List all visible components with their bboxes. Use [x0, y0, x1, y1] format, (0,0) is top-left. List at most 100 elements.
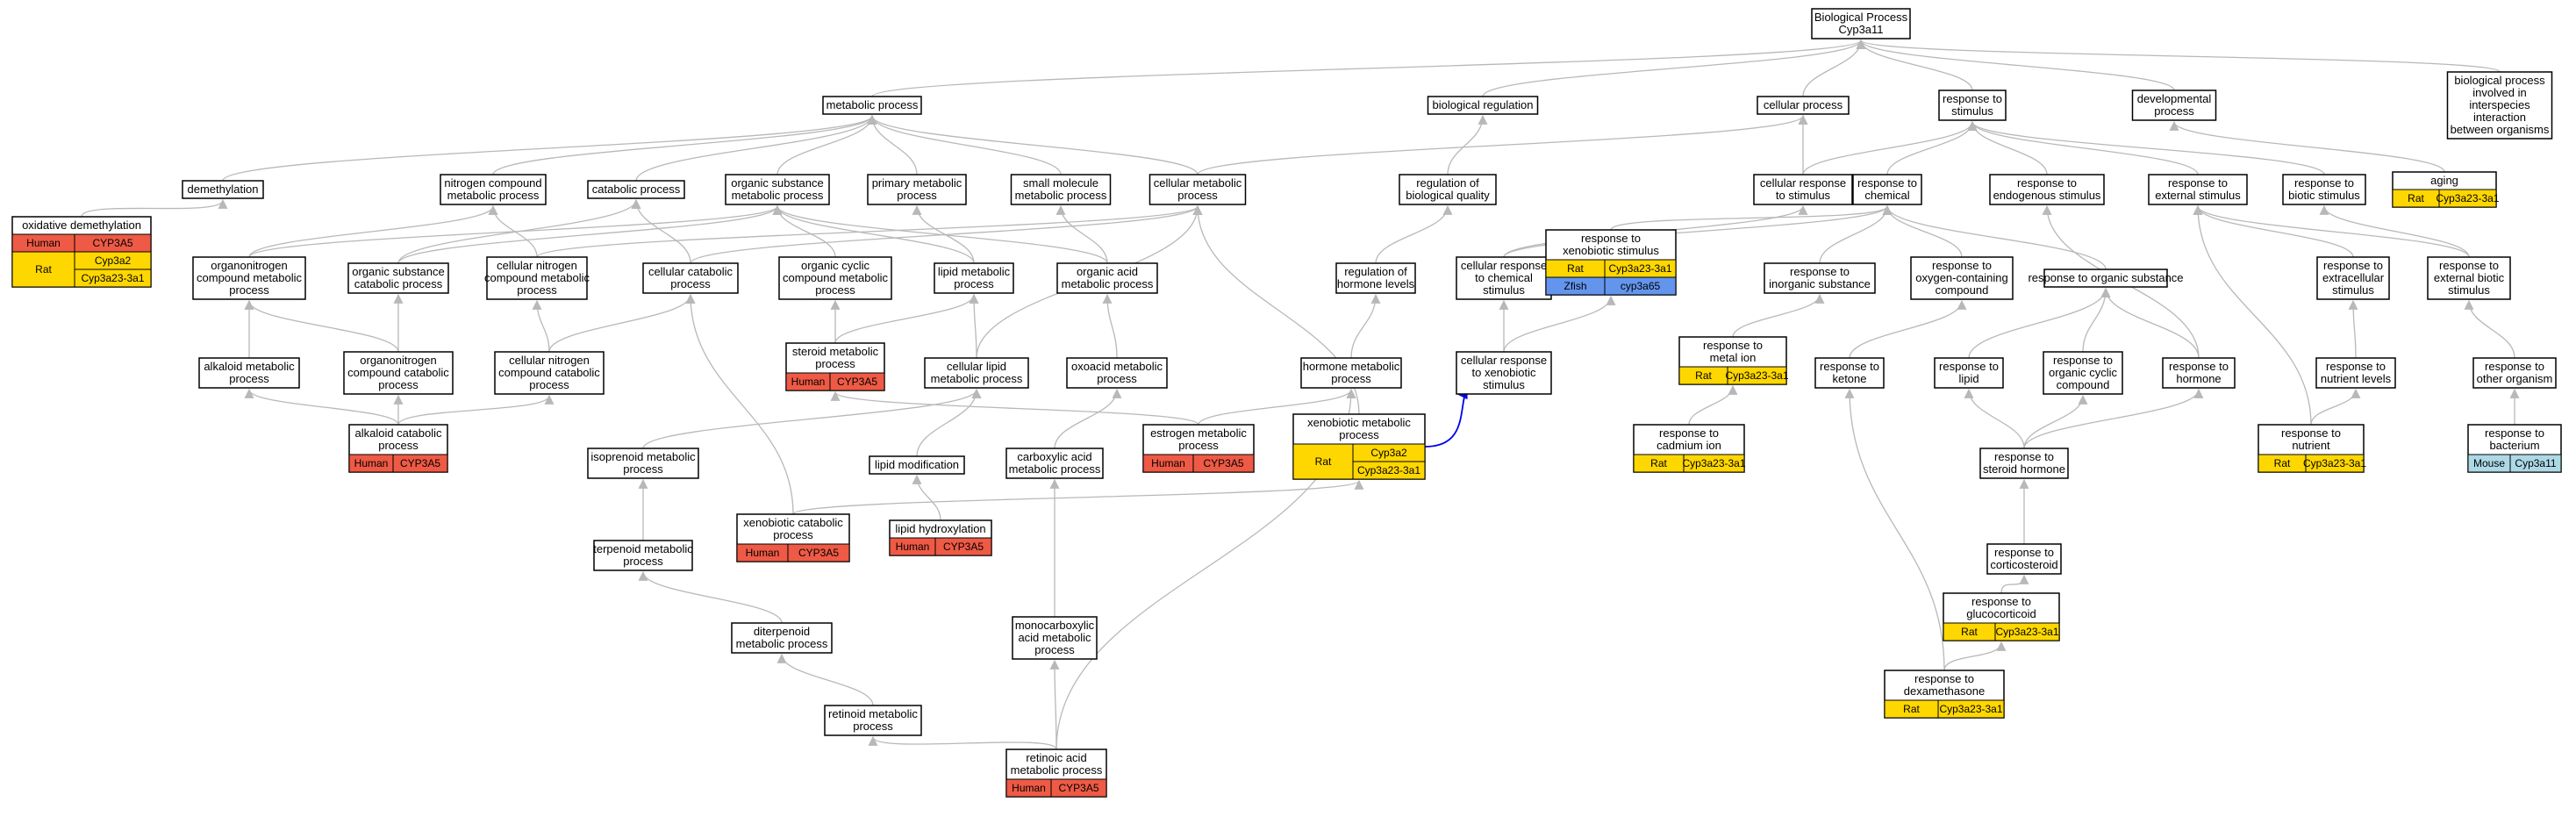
go-node-xenometab[interactable]: xenobiotic metabolicprocessRatCyp3a2Cyp3… — [1292, 413, 1426, 480]
node-label: extracellular — [2322, 271, 2385, 284]
go-node-resp-orgsub[interactable]: response to organic substance — [2028, 269, 2184, 288]
go-node-metab[interactable]: metabolic process — [822, 96, 922, 115]
go-node-demeth[interactable]: demethylation — [182, 180, 264, 199]
go-node-cellproc[interactable]: cellular process — [1757, 96, 1850, 115]
node-label: compound catabolic — [498, 366, 600, 379]
edge-resp-biotic-to-resp-stim — [1967, 120, 2325, 175]
node-label: nutrient levels — [2321, 372, 2392, 385]
gene-cell — [1050, 778, 1107, 798]
node-label: involved in — [2472, 86, 2526, 99]
go-node-catab[interactable]: catabolic process — [587, 180, 685, 199]
node-label: metabolic process — [1011, 763, 1103, 777]
gene-cell — [1727, 366, 1787, 385]
node-box — [2427, 256, 2511, 300]
node-label: metabolic process — [447, 189, 540, 202]
edge-resp-steroid-to-resp-horm — [2023, 388, 2204, 449]
node-label: process — [853, 720, 893, 733]
node-label: glucocorticoid — [1966, 607, 2036, 620]
node-label: response to — [2281, 426, 2341, 440]
gene-cell — [2305, 454, 2365, 473]
go-node-lipidmod[interactable]: lipid modification — [869, 455, 965, 475]
node-label: stimulus — [1483, 378, 1525, 391]
gene-cell — [1604, 276, 1677, 296]
gene-label: Cyp3a11 — [2515, 457, 2556, 469]
edge-resp-lipid-to-resp-orgsub — [1968, 287, 2111, 359]
species-label: Rat — [2274, 457, 2291, 469]
go-node-bioreg[interactable]: biological regulation — [1427, 96, 1539, 115]
node-box — [1399, 174, 1497, 205]
node-box — [2162, 357, 2236, 389]
highlight-edge-xenometab-to-cellresp-xeno — [1424, 387, 1468, 448]
edge-lipidmod-to-celllipid — [916, 388, 982, 457]
gene-label: Cyp3a23-3a1 — [81, 272, 144, 284]
